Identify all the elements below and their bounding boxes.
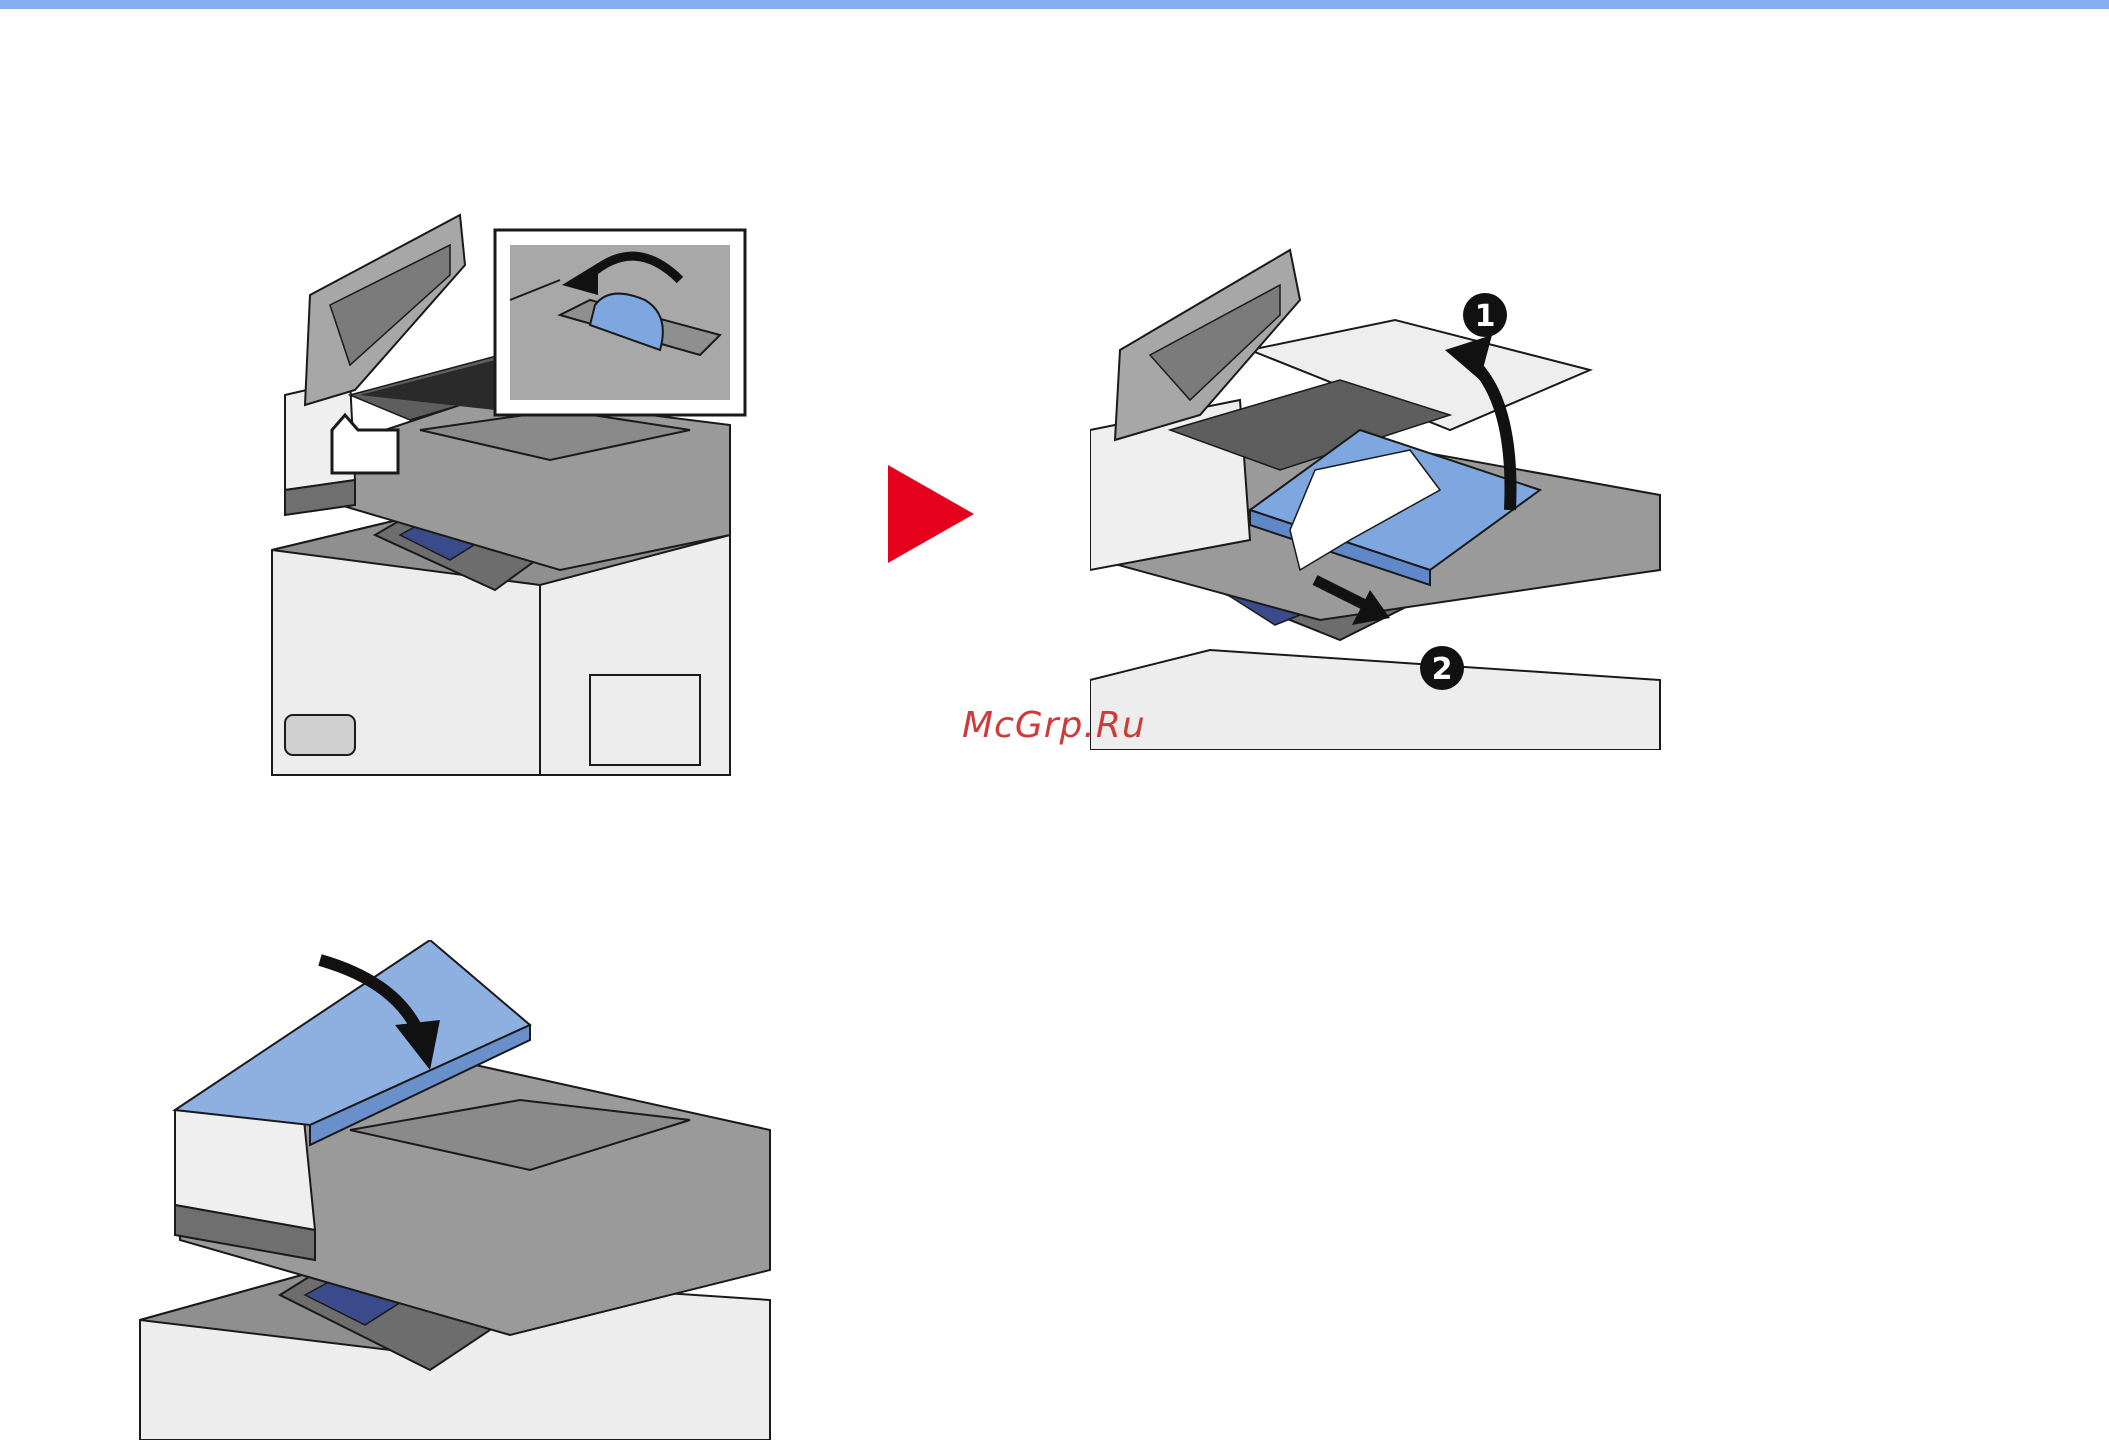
- step-arrow-shape: [888, 465, 974, 563]
- callout-2-label: 2: [1432, 652, 1453, 687]
- triangle-right-icon: [888, 465, 974, 563]
- step1-illustration: [260, 205, 760, 780]
- callout-1-label: 1: [1475, 299, 1496, 334]
- top-rule: [0, 0, 2109, 9]
- watermark: McGrp.Ru: [962, 705, 1146, 746]
- step3-illustration: [130, 940, 790, 1440]
- step2-illustration: 1 2: [1090, 240, 1670, 750]
